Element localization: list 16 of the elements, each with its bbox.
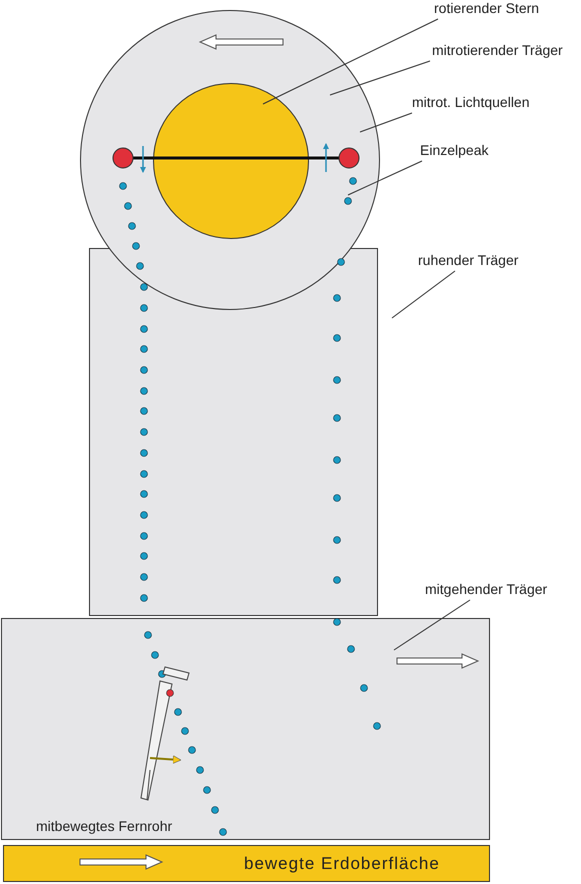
part-label: ruhender Träger bbox=[418, 252, 518, 268]
leader-line bbox=[360, 112, 412, 132]
part-label: mitrotierender Träger bbox=[432, 42, 563, 58]
part-label: rotierender Stern bbox=[434, 0, 540, 16]
telescope-label: mitbewegtes Fernrohr bbox=[36, 818, 172, 834]
part-label: Einzelpeak bbox=[420, 142, 488, 158]
leader-line bbox=[392, 270, 456, 318]
leader-line bbox=[330, 60, 430, 96]
part-label: mitrot. Lichtquellen bbox=[412, 94, 530, 110]
ground-bar bbox=[3, 845, 490, 882]
leader-line bbox=[394, 600, 470, 650]
leader-line bbox=[348, 160, 422, 196]
leader-line bbox=[262, 18, 438, 104]
part-label: mitgehender Träger bbox=[425, 581, 548, 597]
moving-support-block bbox=[1, 618, 490, 840]
surface-label: bewegte Erdoberfläche bbox=[244, 854, 440, 874]
